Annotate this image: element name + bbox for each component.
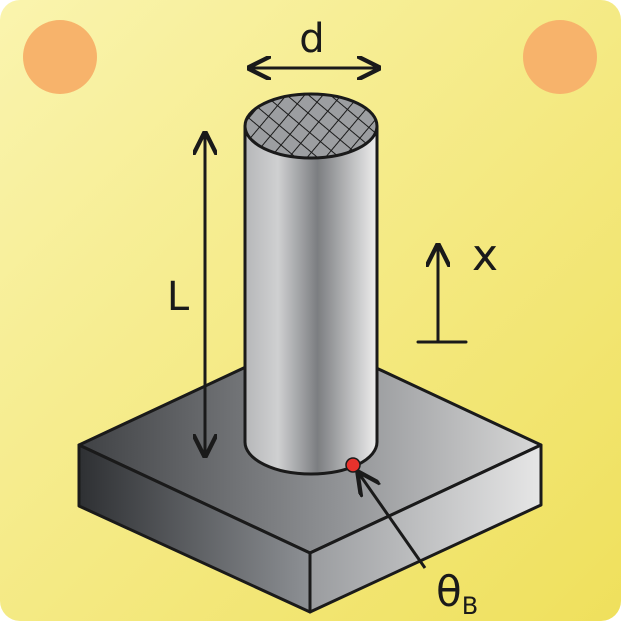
corner-dot-right xyxy=(523,20,597,94)
length-label: L xyxy=(167,274,190,320)
theta-pointer-arrow xyxy=(360,475,427,569)
theta-b-label: θB xyxy=(436,567,478,620)
theta-symbol: θ xyxy=(436,567,462,616)
theta-subscript: B xyxy=(462,592,478,620)
cylinder-top-edge xyxy=(243,92,379,160)
cylinder-top-hatch xyxy=(245,94,377,158)
cylinder-fin xyxy=(243,92,379,476)
corner-dot-left xyxy=(23,20,97,94)
x-axis-label: x xyxy=(472,230,498,281)
cylinder-body xyxy=(245,126,377,474)
cylinder-outline xyxy=(243,126,379,476)
plate-side-face xyxy=(308,443,543,614)
diameter-label: d xyxy=(299,16,324,62)
base-point-marker xyxy=(345,457,361,473)
